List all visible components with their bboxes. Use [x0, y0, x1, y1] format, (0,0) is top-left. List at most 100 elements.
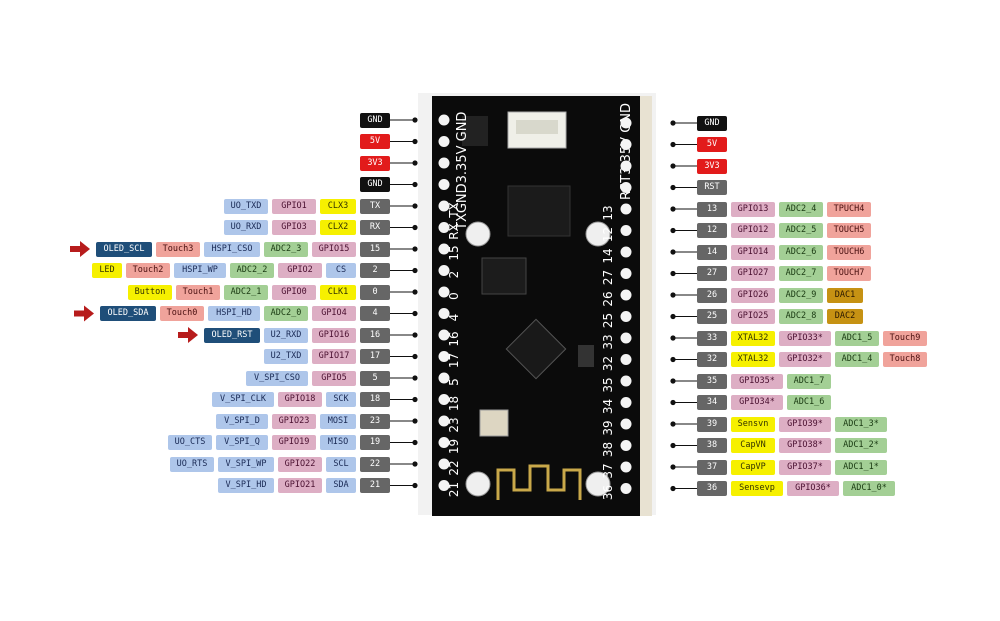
left-pin-label: 3V3: [360, 155, 390, 171]
left-pin-label: V_SPI_D: [216, 413, 268, 429]
pin-hole: [620, 289, 632, 301]
left-pin-label: RX: [360, 220, 390, 235]
connector-dot: [412, 224, 418, 231]
silk-pin-number: 2: [447, 271, 461, 279]
silk-pin-number: 36: [601, 485, 615, 500]
left-pin-label: GPIO3: [272, 220, 316, 235]
silk-pin-number: 37: [601, 463, 615, 478]
right-pin-label: ADC1_6: [787, 395, 831, 410]
left-pin-label: GPIO5: [312, 370, 356, 386]
right-pin-label: RST: [697, 180, 727, 195]
pin-hole: [620, 203, 632, 215]
pin-hole: [438, 265, 450, 276]
right-pin-label: ADC1_5: [835, 330, 879, 346]
right-pin-label: GPIO36*: [787, 481, 839, 496]
silk-left-top: TXGND3.35V GND: [455, 112, 470, 231]
right-pin-label: GPIO35*: [731, 373, 783, 389]
left-pin-label: HSPI_WP: [174, 263, 226, 278]
pin-hole: [438, 437, 450, 448]
silk-pin-number: 33: [601, 334, 615, 349]
left-pin-label: ADC2_3: [264, 241, 308, 257]
silk-pin-number: 23: [447, 417, 461, 432]
right-pin-label: DAC1: [827, 287, 863, 303]
silk-pin-number: 5: [447, 378, 461, 386]
right-pin-label: ADC1_0*: [843, 481, 895, 496]
right-pin-label: 12: [697, 223, 727, 238]
board-pcb: [432, 96, 640, 516]
connector-dot: [412, 332, 418, 338]
left-pin-label: UO_TXD: [224, 198, 268, 214]
pin-hole: [620, 397, 632, 408]
left-pin-label: MOSI: [320, 413, 356, 429]
pin-hole: [620, 483, 632, 494]
left-pin-label: Touch1: [176, 284, 220, 300]
regulator-chip: [481, 257, 527, 295]
left-pin-label: SDA: [326, 478, 356, 493]
pin-hole: [438, 157, 450, 169]
silk-pin-number: 16: [447, 331, 461, 346]
right-pin-label: TOUCH6: [827, 244, 871, 260]
pin-hole: [438, 480, 450, 491]
right-pin-label: GPIO32*: [779, 352, 831, 367]
right-pin-label: GPIO33*: [779, 330, 831, 346]
pcb-antenna: [496, 464, 582, 500]
right-pin-label: 32: [697, 352, 727, 367]
left-pin-label: 4: [360, 306, 390, 321]
silk-pin-number: 15: [447, 245, 461, 260]
left-pin-label: U2_TXD: [264, 349, 308, 364]
left-pin-label: GPIO15: [312, 241, 356, 257]
left-pin-label: GND: [360, 177, 390, 192]
pin-hole: [620, 139, 632, 150]
left-pin-label: OLED_SDA: [100, 306, 156, 321]
silk-pin-number: 22: [447, 460, 461, 475]
silk-pin-number: 26: [601, 291, 615, 306]
silk-pin-number: 13: [601, 205, 615, 220]
right-pin-label: GPIO25: [731, 309, 775, 324]
silk-pin-number: 17: [447, 353, 461, 368]
right-pin-label: ADC1_7: [787, 373, 831, 389]
left-pin-label: 16: [360, 327, 390, 343]
right-pin-label: ADC2_7: [779, 266, 823, 281]
pin-hole: [620, 375, 632, 387]
left-pin-label: CS: [326, 263, 356, 278]
left-pin-label: 23: [360, 413, 390, 429]
silk-pin-number: RX: [447, 223, 461, 240]
right-pin-label: DAC2: [827, 309, 863, 324]
right-pin-label: Sensvn: [731, 416, 775, 432]
pin-hole: [620, 418, 632, 430]
silk-pin-number: 35: [601, 377, 615, 392]
silk-pin-number: 4: [447, 314, 461, 322]
left-pin-label: Touch2: [126, 263, 170, 278]
right-pin-label: GPIO39*: [779, 416, 831, 432]
pin-hole: [438, 136, 450, 147]
connector-dot: [412, 203, 418, 209]
connector-dot: [412, 181, 418, 188]
connector-dot: [412, 138, 418, 145]
silk-pin-number: 18: [447, 396, 461, 411]
left-pin-label: GPIO23: [272, 413, 316, 429]
left-pin-label: GPIO21: [278, 478, 322, 493]
left-pin-label: V_SPI_CSO: [246, 370, 308, 386]
crystal: [479, 409, 509, 437]
left-pin-label: ADC2_1: [224, 284, 268, 300]
right-pin-label: Touch8: [883, 352, 927, 367]
small-chip: [462, 116, 488, 146]
left-pin-label: HSPI_CSO: [204, 241, 260, 257]
right-pin-label: ADC1_1*: [835, 459, 887, 475]
left-pin-label: SCL: [326, 456, 356, 472]
pin-hole: [620, 461, 632, 473]
pin-hole: [620, 354, 632, 365]
silk-pin-number: 21: [447, 482, 461, 497]
left-pin-label: Touch3: [156, 241, 200, 257]
silk-pin-number: 32: [601, 356, 615, 371]
right-pin-label: 5V: [697, 137, 727, 152]
right-pin-label: 34: [697, 395, 727, 410]
left-pin-label: TX: [360, 198, 390, 214]
pin-hole: [438, 329, 450, 341]
screw-hole: [585, 221, 611, 247]
right-pin-label: 26: [697, 287, 727, 303]
connector-slot: [516, 120, 558, 134]
left-pin-label: 19: [360, 435, 390, 450]
left-pin-label: UO_RTS: [170, 456, 214, 472]
